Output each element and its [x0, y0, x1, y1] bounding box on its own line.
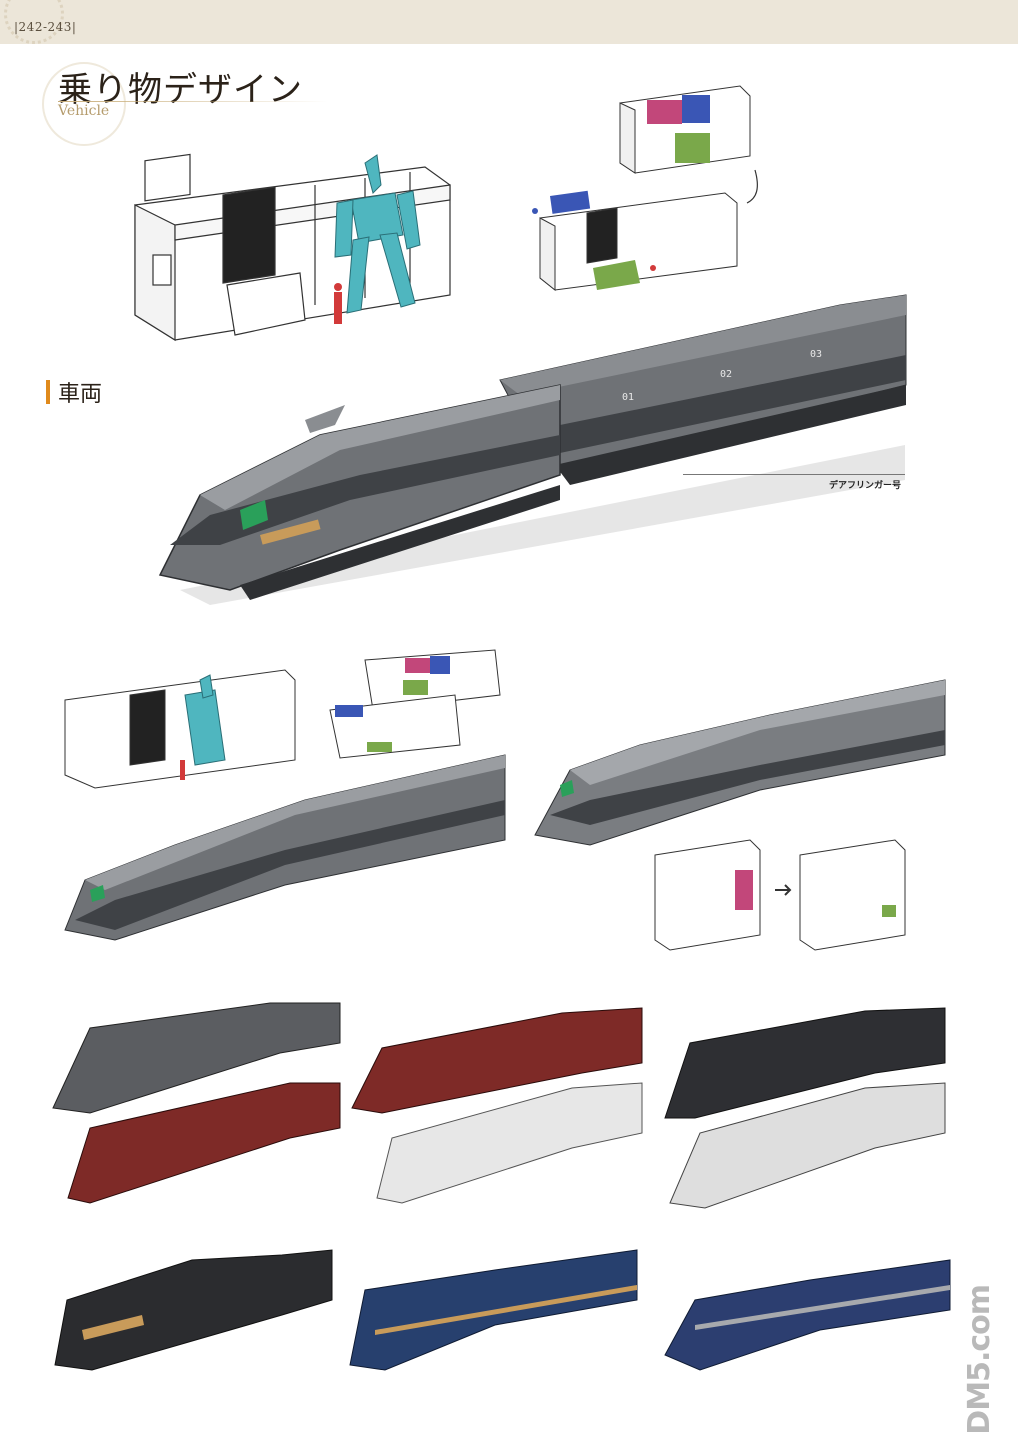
car-number-01: 01: [622, 392, 634, 403]
variation-black-gold: [54, 1249, 333, 1371]
page-subtitle: Vehicle: [58, 103, 110, 119]
watermark: DM5.com: [960, 1285, 1004, 1435]
variation-navy-silver: [664, 1259, 951, 1371]
title-ornament: [42, 62, 126, 146]
arrow-right-icon: [746, 169, 758, 204]
cargo-car-line-drawing: [134, 153, 451, 342]
human-scale-figure: [334, 283, 342, 324]
train-locomotive: [158, 384, 561, 600]
cargo-module-diagram: [532, 85, 758, 292]
train-name-caption: デアフリンガー号: [829, 481, 902, 491]
page-number: |242-243|: [14, 20, 77, 34]
variation-black-white: [664, 1007, 946, 1209]
section-bar: [46, 380, 50, 404]
main-train-render: 01 02 03: [158, 294, 907, 605]
variation-grey-maroon: [52, 1002, 341, 1204]
mecha-figure: [334, 154, 421, 314]
top-bar: |242-243|: [0, 0, 1018, 44]
page-title: 乗り物デザイン: [58, 70, 303, 110]
alt-train-concept-left: [64, 649, 506, 941]
variation-navy-gold: [349, 1249, 638, 1371]
section-heading-text: 車両: [58, 382, 103, 407]
car-number-02: 02: [720, 369, 732, 380]
variation-maroon-white: [351, 1007, 643, 1204]
train-car-rear: [499, 294, 907, 485]
watermark-text: DM5.com: [962, 1285, 997, 1435]
page-number-text: 242-243: [18, 20, 72, 34]
caption-line: [683, 474, 905, 475]
gear-ornament-icon: [4, 0, 64, 44]
alt-train-concept-right: [534, 679, 946, 846]
door-open-diagram: [654, 839, 906, 951]
car-number-03: 03: [810, 349, 822, 360]
section-heading: 車両: [46, 378, 103, 407]
arrow-right-icon: [775, 884, 792, 896]
title-rule: [58, 101, 328, 102]
